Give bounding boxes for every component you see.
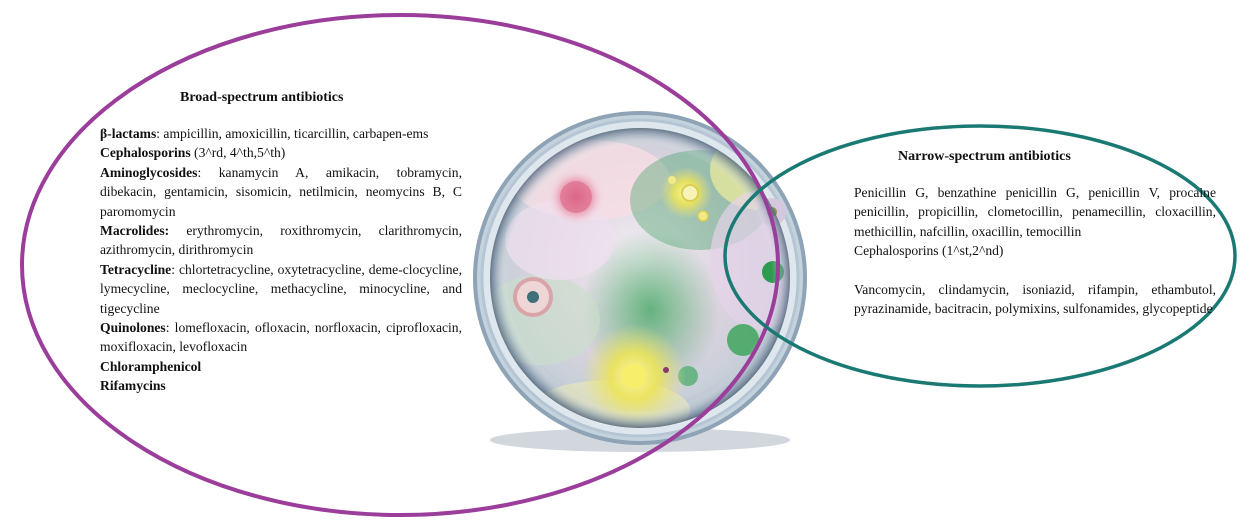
list-item: Rifamycins xyxy=(100,376,462,395)
list-item: β-lactams: ampicillin, amoxicillin, tica… xyxy=(100,124,462,143)
list-item: Aminoglycosides: kanamycin A, amikacin, … xyxy=(100,163,462,221)
list-item: Macrolides: erythromycin, roxithromycin,… xyxy=(100,221,462,260)
list-item: Chloramphenicol xyxy=(100,357,462,376)
narrow-spectrum-title: Narrow-spectrum antibiotics xyxy=(898,149,1071,165)
broad-spectrum-list: β-lactams: ampicillin, amoxicillin, tica… xyxy=(100,124,462,396)
narrow-paragraph-cephalosporins: Cephalosporins (1^st,2^nd) xyxy=(854,241,1216,260)
petri-dish-icon xyxy=(475,113,810,452)
broad-spectrum-title: Broad-spectrum antibiotics xyxy=(180,90,343,106)
list-item: Tetracycline: chlortetracycline, oxytetr… xyxy=(100,260,462,318)
list-item: Quinolones: lomefloxacin, ofloxacin, nor… xyxy=(100,318,462,357)
narrow-spectrum-list: Penicillin G, benzathine penicillin G, p… xyxy=(854,183,1216,319)
list-item: Cephalosporins (3^rd, 4^th,5^th) xyxy=(100,143,462,162)
narrow-paragraph-penicillins: Penicillin G, benzathine penicillin G, p… xyxy=(854,183,1216,241)
narrow-paragraph-others: Vancomycin, clindamycin, isoniazid, rifa… xyxy=(854,280,1216,319)
